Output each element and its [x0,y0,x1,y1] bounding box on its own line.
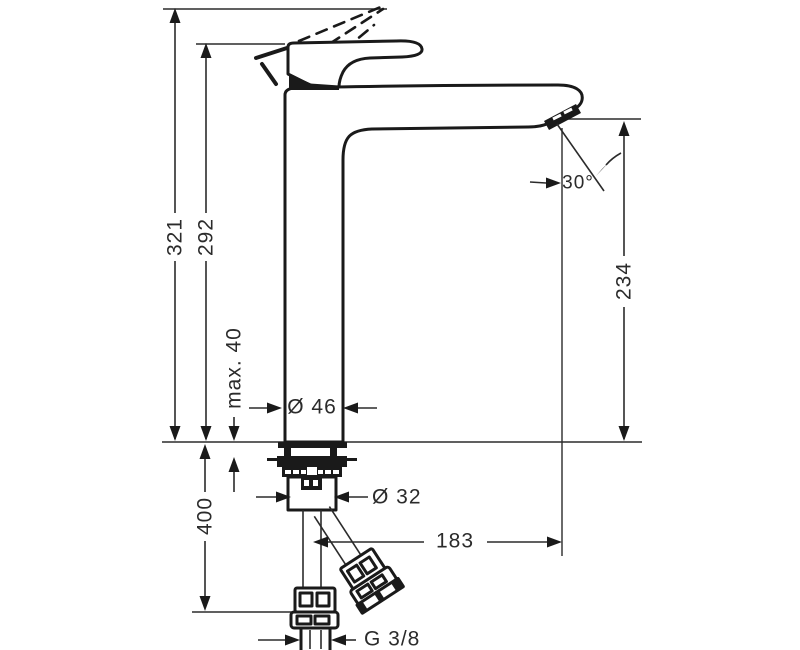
bracket-slot-2 [313,480,318,486]
dashed-handle-line-2 [312,7,385,56]
hose-d-sleeve-slot-2 [358,555,378,576]
arrowhead-down [169,426,181,441]
dim-body-diameter-label: Ø 46 [287,396,337,419]
aerator [544,104,581,130]
hose-d-nut-slot-2 [369,573,388,591]
extension-lines [162,8,642,613]
handle-nose-stroke-2 [260,62,278,86]
arrowhead-left [334,491,349,503]
arrowhead-down [228,426,240,441]
dim-spout-reach-label: 183 [436,530,474,553]
dim-supply-connection: G 3/8 [258,628,420,650]
dim-spray-angle-label: 30° [562,173,594,194]
arrowhead-right [546,177,561,189]
dim-hose-length: 400 [194,444,217,611]
arrowhead-left [331,634,346,646]
spray-direction-line [556,123,605,192]
base-plate [278,442,347,448]
arrowhead-up [169,8,181,23]
handle-nose [254,46,289,86]
hose-d-nut-slot-1 [355,582,374,600]
arrowhead-right [267,402,282,414]
dim-supply-connection-label: G 3/8 [364,628,420,650]
diagonal-supply-hose [313,506,405,615]
arrowhead-down [618,426,630,441]
dim-height-to-handle-label: 292 [195,218,218,256]
dashed-handle-line-1 [297,4,385,43]
arrowhead-down-left [596,161,610,176]
aerator-slot-1 [552,113,562,121]
hose-v-nut-slot-2 [313,614,331,626]
dim-spout-clearance-label: 234 [613,262,636,300]
vertical-supply-hose [289,510,340,650]
angle-leader-curve [605,152,622,166]
dim-total-height-label: 321 [164,218,187,256]
faucet-body-outline [283,83,584,444]
faucet-above-deck [254,4,584,444]
dim-body-diameter: Ø 46 [249,396,377,419]
hose-v-sleeve-slot-1 [298,591,314,608]
handle-base-shadow [289,74,339,90]
arrowhead-left [343,402,358,414]
dim-spout-clearance: 234 [613,121,636,441]
arrowhead-right [276,491,291,503]
hose-v-sleeve-slot-2 [315,591,331,608]
lever-handle [286,39,424,89]
hose-v-thread-tail [299,626,332,650]
arrowhead-left [313,536,328,548]
dim-spout-reach: 183 [313,530,562,553]
dim-shank-diameter-label: Ø 32 [372,486,422,509]
stud-right [330,448,337,459]
dim-max-thickness-label: max. 40 [223,327,246,409]
rubber-washer [277,456,347,467]
dim-shank-diameter: Ø 32 [256,486,422,509]
dim-max-mounting-thickness: max. 40 [223,327,246,492]
hose-d-cap-slot-2 [379,584,396,598]
arrowhead-down [199,596,211,611]
aerator-slot-2 [563,107,573,115]
dim-height-to-handle: 292 [195,43,218,441]
dim-spray-angle: 30° [529,123,622,194]
hose-d-sleeve-slot-1 [345,563,366,584]
arrowhead-up [618,121,630,136]
arrowhead-down [200,426,212,441]
bracket-slot-1 [304,480,309,486]
dim-hose-length-label: 400 [194,497,217,535]
dim-total-height: 321 [164,8,187,441]
hose-d-cap-slot-1 [363,595,379,609]
arrowhead-up [228,457,240,472]
arrowhead-up [199,444,211,459]
arrowhead-right [547,536,562,548]
arrowhead-up [200,43,212,58]
clamp-band-slots [285,467,339,475]
arrowhead-right [285,634,300,646]
hose-v-nut-slot-1 [295,614,313,626]
mounting-hardware [267,442,357,512]
handle-nose-stroke-1 [254,46,289,60]
stud-left [284,448,291,459]
